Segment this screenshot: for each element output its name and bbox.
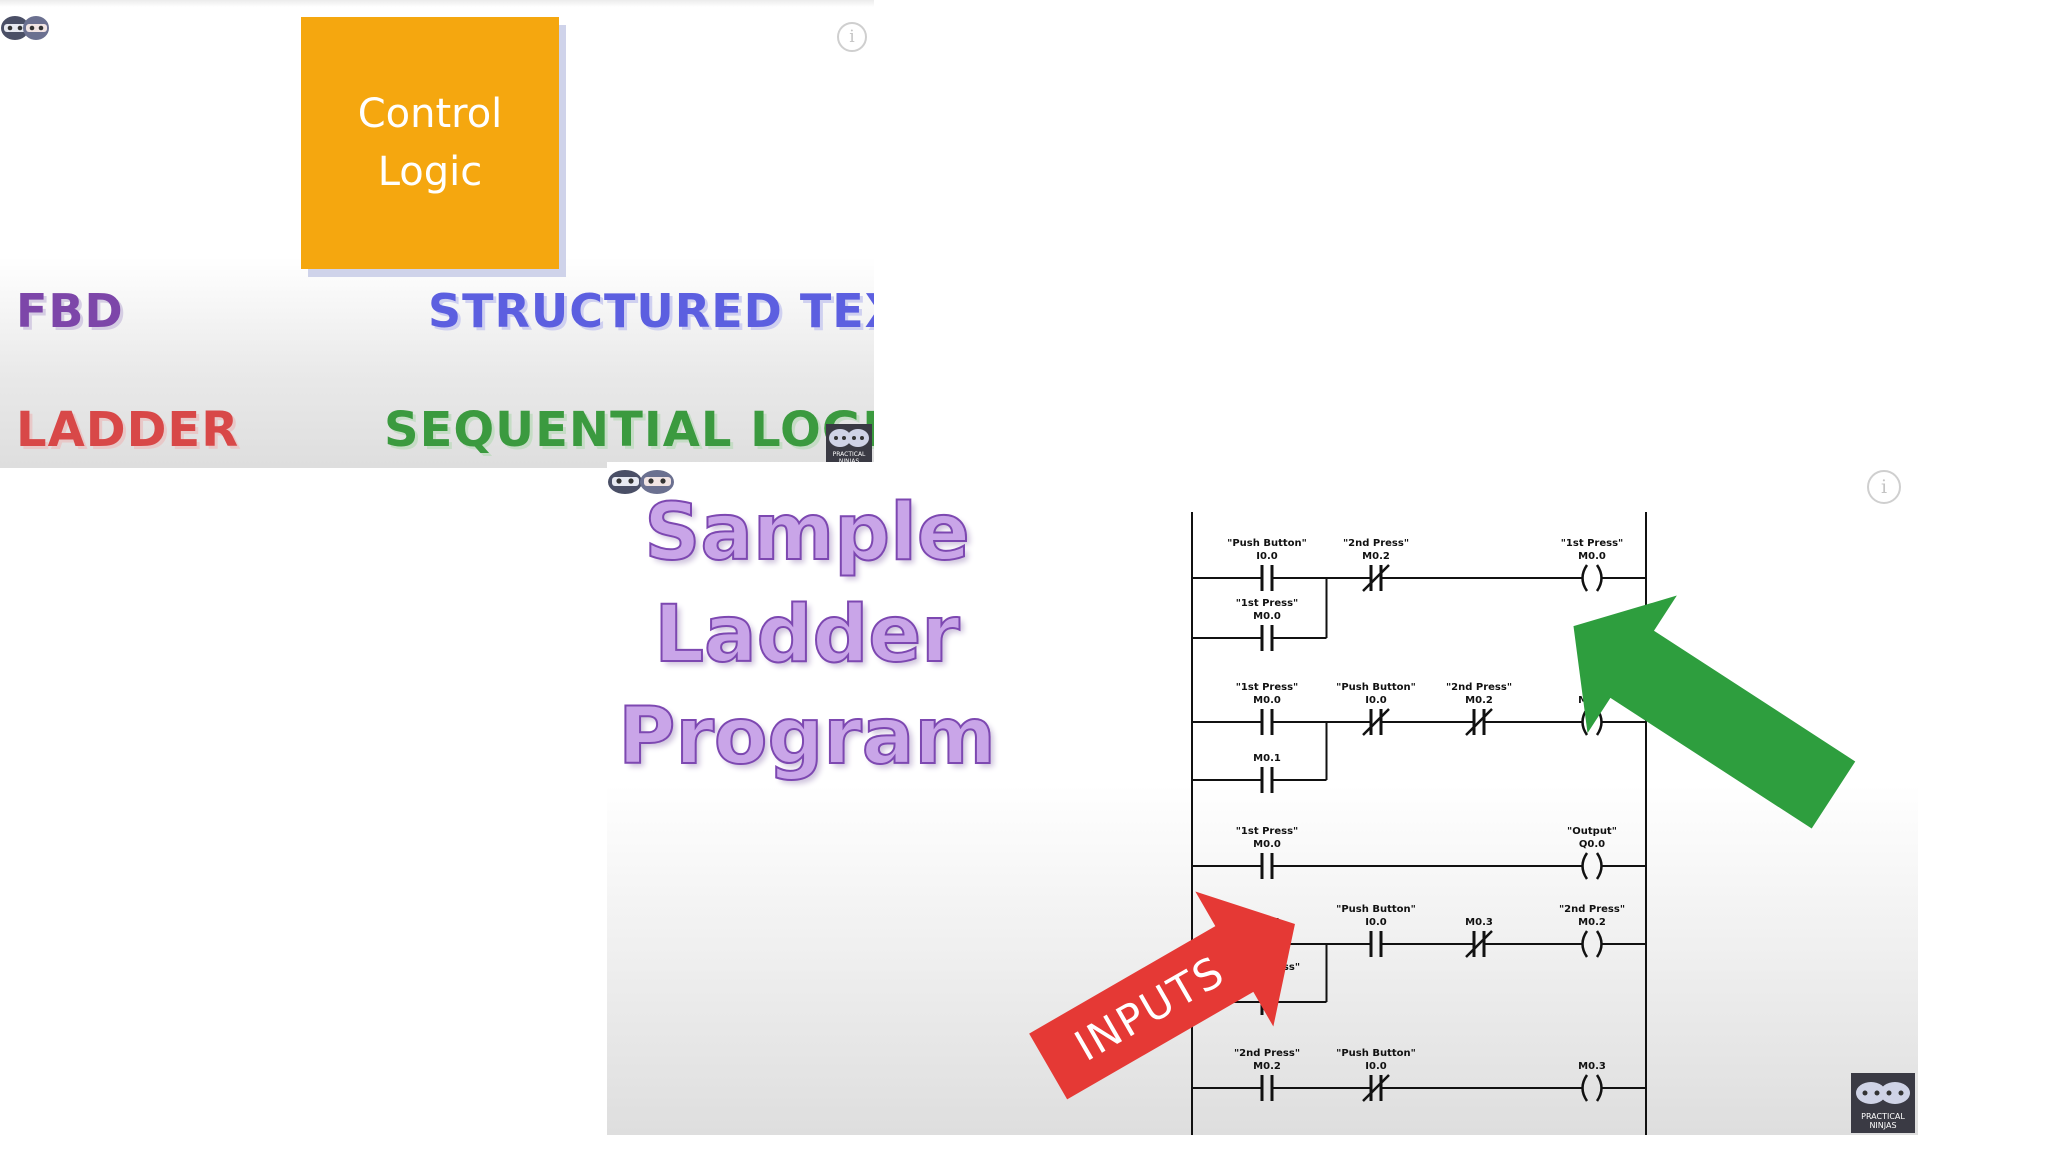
contact-tag: "2nd Press" (1446, 682, 1512, 693)
ladder-rungs: "Push Button" I0.0 "2nd Press" M0.2 "1st Pre… (1191, 512, 1647, 1135)
coil-tag: "2nd Press" (1559, 904, 1625, 915)
ladder-contact (1362, 564, 1390, 592)
ladder-coil (1581, 564, 1603, 592)
contact-slash (1465, 930, 1493, 958)
coil-arc (1581, 852, 1589, 880)
contact-address: M0.2 (1362, 551, 1390, 562)
ninja-logo-icon (1, 16, 49, 40)
coil-address: M0.2 (1578, 917, 1606, 928)
outputs-arrow (1573, 595, 1856, 829)
ladder-coil (1581, 852, 1603, 880)
badge-text: PRACTICAL NINJAS (1861, 1112, 1905, 1130)
ladder-contact (1362, 1074, 1390, 1102)
contact-address: M0.3 (1465, 917, 1493, 928)
branch-contact (1260, 767, 1274, 793)
coil-address: Q0.0 (1579, 839, 1605, 850)
branch-contact (1260, 625, 1274, 651)
control-logic-line1: Control (357, 91, 503, 137)
contact-address: M0.0 (1253, 611, 1281, 622)
title-line1: Sample (643, 487, 971, 579)
ladder-contact (1260, 1075, 1274, 1101)
coil-arc (1595, 1074, 1603, 1102)
coil-arc (1581, 930, 1589, 958)
ninja-logo-icon (608, 470, 674, 494)
badge-text: PRACTICAL NINJAS (832, 451, 866, 465)
contact-tag: "1st Press" (1236, 826, 1299, 837)
contact-slash (1465, 708, 1493, 736)
ladder-coil (1581, 930, 1603, 958)
ladder-contact (1465, 930, 1493, 958)
contact-address: M0.2 (1253, 1061, 1281, 1072)
coil-tag: "Output" (1567, 826, 1617, 837)
control-logic-line2: Logic (377, 149, 483, 195)
info-icon[interactable]: i (837, 22, 867, 52)
contact-address: M0.1 (1253, 753, 1281, 764)
sequential-logic-label: SEQUENTIAL LOGIC (384, 402, 874, 458)
control-logic-box: Control Logic (301, 17, 559, 269)
contact-tag: "2nd Press" (1343, 538, 1409, 549)
control-logic-panel: i Control Logic FBD STRUCTURED TEXT LADD… (0, 0, 874, 468)
ladder-label: LADDER (16, 402, 240, 458)
outputs-arrow-shape (1573, 595, 1856, 829)
contact-tag: "2nd Press" (1234, 1048, 1300, 1059)
brand-badge-icon: PRACTICAL NINJAS (1851, 1073, 1915, 1133)
contact-tag: "1st Press" (1236, 598, 1299, 609)
coil-arc (1595, 930, 1603, 958)
sample-ladder-program-title: Sample Ladder Program (607, 482, 1007, 788)
coil-address: M0.3 (1578, 1061, 1606, 1072)
title-line3: Program (617, 691, 996, 783)
inputs-arrow-shape (1029, 891, 1295, 1100)
fbd-label: FBD (16, 284, 124, 338)
contact-tag: "Push Button" (1336, 682, 1416, 693)
contact-address: I0.0 (1365, 917, 1386, 928)
contact-slash (1362, 564, 1390, 592)
contact-address: I0.0 (1365, 695, 1386, 706)
contact-slash (1362, 708, 1390, 736)
contact-address: M0.2 (1465, 695, 1493, 706)
ladder-contact (1369, 931, 1383, 957)
info-icon[interactable]: i (1867, 470, 1901, 504)
contact-tag: "Push Button" (1336, 904, 1416, 915)
contact-address: I0.0 (1256, 551, 1277, 562)
badge-ninja-icon (1856, 1082, 1910, 1104)
coil-tag: "1st Press" (1561, 538, 1624, 549)
coil-arc (1595, 564, 1603, 592)
ladder-contact (1465, 708, 1493, 736)
ladder-contact (1260, 709, 1274, 735)
coil-address: M0.0 (1578, 551, 1606, 562)
ladder-contact (1260, 853, 1274, 879)
coil-arc (1581, 1074, 1589, 1102)
brand-badge-icon: PRACTICAL NINJAS (826, 424, 872, 468)
panel-top-edge (0, 0, 874, 7)
title-line2: Ladder (653, 589, 960, 681)
ladder-coil (1581, 1074, 1603, 1102)
coil-arc (1595, 852, 1603, 880)
contact-slash (1362, 1074, 1390, 1102)
coil-arc (1581, 564, 1589, 592)
sample-ladder-panel: Sample Ladder Program i "Push Button" I0.… (607, 462, 1918, 1135)
contact-address: M0.0 (1253, 695, 1281, 706)
contact-tag: "1st Press" (1236, 682, 1299, 693)
ladder-contact (1260, 565, 1274, 591)
structured-text-label: STRUCTURED TEXT (428, 284, 874, 338)
contact-tag: "Push Button" (1336, 1048, 1416, 1059)
contact-address: M0.0 (1253, 839, 1281, 850)
ladder-contact (1362, 708, 1390, 736)
ladder-diagram: "Push Button" I0.0 "2nd Press" M0.2 "1st Pre… (1029, 512, 1904, 1135)
contact-tag: "Push Button" (1227, 538, 1307, 549)
inputs-arrow: INPUTS (1029, 891, 1295, 1100)
contact-address: I0.0 (1365, 1061, 1386, 1072)
badge-ninja-icon (829, 429, 869, 447)
